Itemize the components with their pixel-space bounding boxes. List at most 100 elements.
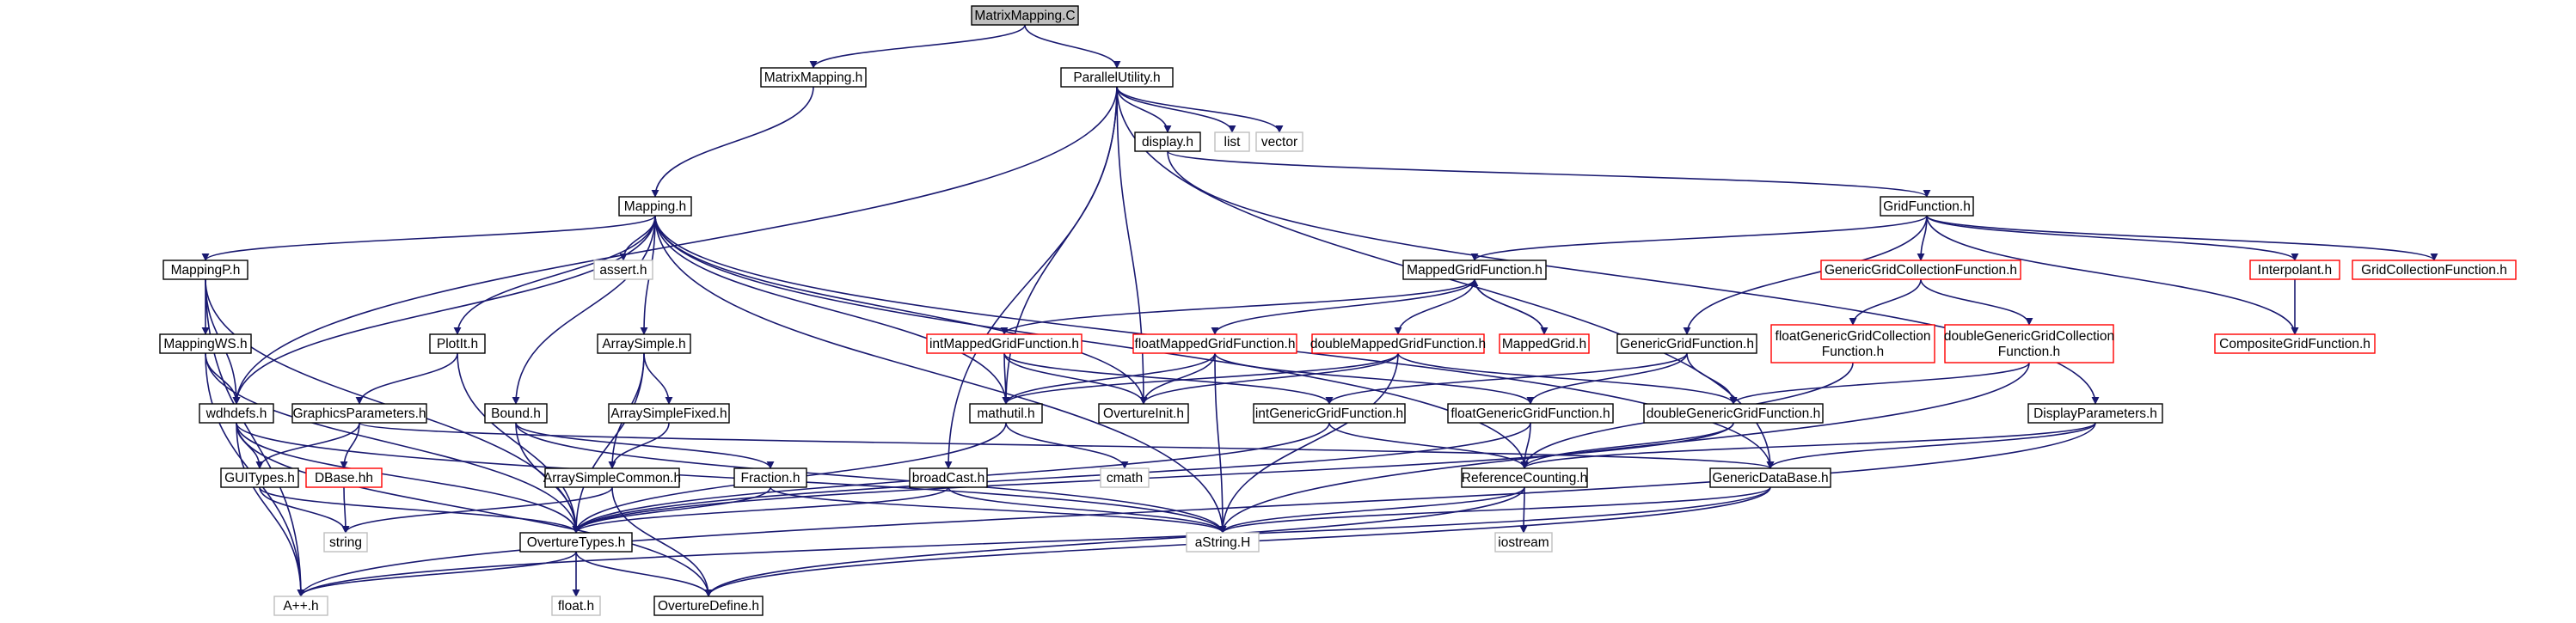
edge-bound_h-to-fraction_h bbox=[515, 422, 775, 469]
node-arraysimplecommon_h[interactable]: ArraySimpleCommon.h bbox=[543, 467, 681, 488]
node-parallelutility_h[interactable]: ParallelUtility.h bbox=[1060, 67, 1174, 88]
node-intgenericgridfunction_h[interactable]: intGenericGridFunction.h bbox=[1253, 403, 1406, 424]
node-mappedgridfunction_h[interactable]: MappedGridFunction.h bbox=[1402, 260, 1547, 280]
node-box bbox=[1616, 333, 1757, 354]
node-overtureinit_h[interactable]: OvertureInit.h bbox=[1098, 403, 1189, 424]
node-doublemappedgridfunction_h[interactable]: doubleMappedGridFunction.h bbox=[1310, 333, 1486, 354]
node-genericgridcollectionfunction_h[interactable]: GenericGridCollectionFunction.h bbox=[1820, 260, 2021, 280]
node-label: A++.h bbox=[283, 599, 318, 614]
node-floatgenericgridfunction_h[interactable]: floatGenericGridFunction.h bbox=[1447, 403, 1614, 424]
node-genericdatabase_h[interactable]: GenericDataBase.h bbox=[1709, 467, 1831, 488]
edge-genericgridcollectionfunction_h-to-doublegenericgridcollectionfunction_h bbox=[1920, 278, 2033, 326]
edge-matrixmapping_c-to-matrixmapping_h bbox=[809, 24, 1026, 69]
node-box bbox=[1402, 260, 1547, 280]
node-label: GUITypes.h bbox=[224, 471, 295, 486]
node-overturedefine_h[interactable]: OvertureDefine.h bbox=[653, 596, 764, 616]
edges-layer bbox=[201, 24, 2438, 597]
node-mappingws_h[interactable]: MappingWS.h bbox=[159, 333, 252, 354]
edge-plotit_h-to-overturetypes_h bbox=[457, 352, 580, 534]
node-box bbox=[760, 67, 867, 88]
edge-doublegenericgridcollectionfunction_h-to-doublegenericgridfunction_h bbox=[1729, 362, 2030, 405]
node-plotit_h[interactable]: PlotIt.h bbox=[429, 333, 486, 354]
node-fraction_h[interactable]: Fraction.h bbox=[733, 467, 807, 488]
node-box bbox=[2249, 260, 2340, 280]
node-label: DisplayParameters.h bbox=[2033, 406, 2157, 421]
node-label: GenericDataBase.h bbox=[1712, 471, 1828, 486]
node-label: MappingWS.h bbox=[163, 337, 247, 351]
edge-doublemappedgridfunction_h-to-astring_h bbox=[1218, 352, 1399, 534]
edge-matrixmapping_c-to-parallelutility_h bbox=[1024, 24, 1121, 69]
edge-wdhdefs_h-to-aplusplus_h bbox=[236, 422, 305, 597]
node-arraysimple_h[interactable]: ArraySimple.h bbox=[597, 333, 691, 354]
node-label: ReferenceCounting.h bbox=[1462, 471, 1588, 486]
node-compositegridfunction_h[interactable]: CompositeGridFunction.h bbox=[2214, 333, 2376, 354]
edge-genericgridfunction_h-to-doublegenericgridfunction_h bbox=[1686, 352, 1738, 405]
node-mappingp_h[interactable]: MappingP.h bbox=[163, 260, 248, 280]
edge-doublemappedgridfunction_h-to-mathutil_h bbox=[1002, 352, 1399, 405]
node-matrixmapping_c[interactable]: MatrixMapping.C bbox=[971, 5, 1079, 26]
node-gridfunction_h[interactable]: GridFunction.h bbox=[1880, 196, 1974, 217]
node-label: vector bbox=[1261, 135, 1297, 150]
node-box bbox=[484, 403, 548, 424]
node-dbase_hh[interactable]: DBase.hh bbox=[305, 467, 383, 488]
edge-floatmappedgridfunction_h-to-mathutil_h bbox=[1002, 352, 1216, 405]
node-matrixmapping_h[interactable]: MatrixMapping.h bbox=[760, 67, 867, 88]
node-mappedgrid_h[interactable]: MappedGrid.h bbox=[1499, 333, 1590, 354]
edge-mapping_h-to-plotit_h bbox=[453, 215, 656, 335]
node-float_h[interactable]: float.h bbox=[551, 596, 601, 616]
node-box bbox=[1132, 333, 1297, 354]
node-assert_h[interactable]: assert.h bbox=[593, 260, 653, 280]
node-referencecounting_h[interactable]: ReferenceCounting.h bbox=[1461, 467, 1588, 488]
node-box bbox=[1643, 403, 1824, 424]
node-genericgridfunction_h[interactable]: GenericGridFunction.h bbox=[1616, 333, 1757, 354]
node-box bbox=[608, 403, 730, 424]
node-vector[interactable]: vector bbox=[1255, 131, 1303, 152]
node-box bbox=[1461, 467, 1588, 488]
node-label: broadCast.h bbox=[912, 471, 984, 486]
edge-mapping_h-to-wdhdefs_h bbox=[232, 215, 656, 405]
node-mapping_h[interactable]: Mapping.h bbox=[618, 196, 692, 217]
node-box bbox=[1134, 131, 1201, 152]
node-guitypes_h[interactable]: GUITypes.h bbox=[220, 467, 299, 488]
node-label: ArraySimple.h bbox=[602, 337, 685, 351]
edge-display_h-to-gridfunction_h bbox=[1167, 150, 1931, 198]
node-gridcollectionfunction_h[interactable]: GridCollectionFunction.h bbox=[2352, 260, 2517, 280]
edge-floatmappedgridfunction_h-to-astring_h bbox=[1214, 352, 1227, 534]
node-box bbox=[1186, 532, 1260, 553]
node-broadcast_h[interactable]: broadCast.h bbox=[909, 467, 988, 488]
node-cmath[interactable]: cmath bbox=[1100, 467, 1150, 488]
node-label: GridCollectionFunction.h bbox=[2361, 263, 2507, 278]
node-intmappedgridfunction_h[interactable]: intMappedGridFunction.h bbox=[926, 333, 1083, 354]
edge-wdhdefs_h-to-overturedefine_h bbox=[236, 422, 713, 597]
node-arraysimplefixed_h[interactable]: ArraySimpleFixed.h bbox=[608, 403, 730, 424]
node-box bbox=[551, 596, 601, 616]
edge-parallelutility_h-to-display_h bbox=[1116, 86, 1172, 133]
node-overturetypes_h[interactable]: OvertureTypes.h bbox=[519, 532, 633, 553]
node-aplusplus_h[interactable]: A++.h bbox=[273, 596, 328, 616]
node-display_h[interactable]: display.h bbox=[1134, 131, 1201, 152]
node-floatmappedgridfunction_h[interactable]: floatMappedGridFunction.h bbox=[1132, 333, 1297, 354]
edge-displayparameters_h-to-genericdatabase_h bbox=[1766, 422, 2096, 469]
edge-mathutil_h-to-cmath bbox=[1005, 422, 1129, 469]
edge-doublegenericgridcollectionfunction_h-to-astring_h bbox=[1218, 362, 2030, 534]
node-bound_h[interactable]: Bound.h bbox=[484, 403, 548, 424]
node-list[interactable]: list bbox=[1214, 131, 1250, 152]
node-interpolant_h[interactable]: Interpolant.h bbox=[2249, 260, 2340, 280]
node-string[interactable]: string bbox=[323, 532, 368, 553]
edge-genericgridcollectionfunction_h-to-floatgenericgridcollectionfunction_h bbox=[1849, 278, 1922, 326]
node-box bbox=[1499, 333, 1590, 354]
node-graphicsparameters_h[interactable]: GraphicsParameters.h bbox=[291, 403, 427, 424]
node-mathutil_h[interactable]: mathutil.h bbox=[969, 403, 1043, 424]
node-box bbox=[1060, 67, 1174, 88]
node-iostream[interactable]: iostream bbox=[1494, 532, 1553, 553]
edge-doublemappedgridfunction_h-to-doublegenericgridfunction_h bbox=[1397, 352, 1738, 405]
node-label: MappingP.h bbox=[171, 263, 241, 278]
node-doublegenericgridfunction_h[interactable]: doubleGenericGridFunction.h bbox=[1643, 403, 1824, 424]
node-wdhdefs_h[interactable]: wdhdefs.h bbox=[199, 403, 274, 424]
edge-floatmappedgridfunction_h-to-overtureinit_h bbox=[1139, 352, 1216, 405]
node-astring_h[interactable]: aString.H bbox=[1186, 532, 1260, 553]
node-displayparameters_h[interactable]: DisplayParameters.h bbox=[2027, 403, 2163, 424]
